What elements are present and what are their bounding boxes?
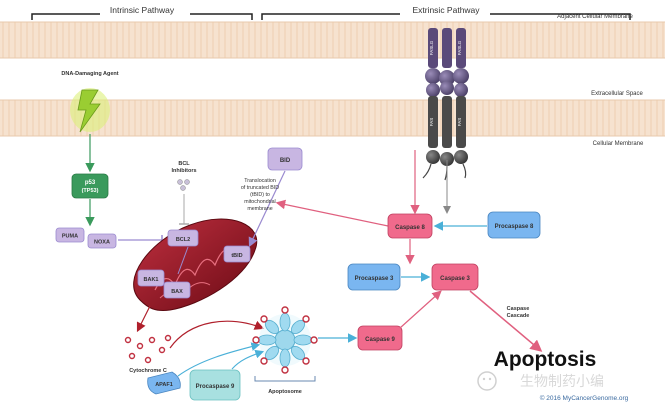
- puma-label: PUMA: [62, 234, 78, 240]
- extrinsic-bracket: Extrinsic Pathway: [261, 5, 631, 20]
- bid-node: BID: [267, 147, 303, 171]
- fas-receptor: FAS FAS: [422, 81, 468, 181]
- faslg-receptor: FASLG FASLG: [425, 28, 469, 86]
- adjacent-cellular-membrane: [0, 21, 665, 59]
- translocation-line-3: (tBID) to: [250, 192, 270, 198]
- caspase8-label: Caspase 8: [395, 225, 425, 231]
- caspase3-to-apoptosis-arrow: [469, 290, 543, 352]
- cytochrome-c-molecules-icon: [124, 334, 172, 364]
- dna-agent-label: DNA-Damaging Agent: [61, 71, 118, 77]
- extracellular-space-label: Extracellular Space: [591, 91, 643, 97]
- tbid-node: tBID: [223, 245, 251, 263]
- bak1-node: BAK1: [137, 269, 165, 287]
- apoptosome-label: Apoptosome: [268, 389, 302, 395]
- cellular-membrane-label: Cellular Membrane: [593, 141, 644, 147]
- cellular-membrane: [0, 99, 665, 137]
- caspase3-label: Caspase 3: [440, 276, 470, 282]
- caspase8-to-bid-arrow: [275, 199, 389, 227]
- p53-sub-label: (TP53): [82, 188, 99, 194]
- procaspase3-node: Procaspase 3: [347, 263, 401, 291]
- procaspase9-label: Procaspase 9: [196, 384, 235, 390]
- apaf1-to-apoptosome-arrow: [177, 342, 261, 377]
- copyright-label: © 2016 MyCancerGenome.org: [540, 394, 629, 402]
- apoptosis-title: Apoptosis: [494, 348, 597, 371]
- puma-node: PUMA: [55, 227, 85, 243]
- apaf1-node: APAF1: [147, 371, 181, 395]
- bax-node: BAX: [163, 281, 191, 299]
- translocation-line-4: mitochondrial: [244, 199, 276, 205]
- tbid-label: tBID: [231, 253, 242, 259]
- intrinsic-pathway-label: Intrinsic Pathway: [110, 5, 175, 15]
- caspase3-node: Caspase 3: [431, 263, 479, 291]
- bcl-inhibitor-molecules-icon: [177, 179, 190, 191]
- fas-label-a: FAS: [429, 118, 434, 127]
- apaf1-label: APAF1: [155, 382, 173, 388]
- p53-node: p53 (TP53): [71, 173, 109, 199]
- procaspase3-label: Procaspase 3: [355, 276, 394, 282]
- caspase-cascade-label-2: Cascade: [507, 313, 530, 319]
- apoptosome-complex: [252, 306, 318, 374]
- caspase-cascade-label-1: Caspase: [507, 306, 530, 312]
- intrinsic-bracket: Intrinsic Pathway: [31, 5, 253, 20]
- procaspase8-label: Procaspase 8: [495, 224, 534, 230]
- bid-label: BID: [280, 158, 291, 164]
- caspase9-node: Caspase 9: [357, 325, 403, 351]
- bcl2-label: BCL2: [176, 237, 190, 243]
- watermark-text: 生物制药小编: [520, 373, 604, 389]
- noxa-node: NOXA: [87, 233, 117, 249]
- noxa-label: NOXA: [94, 240, 110, 246]
- apoptosome-bracket: [254, 376, 316, 382]
- bax-label: BAX: [171, 289, 183, 295]
- lightning-bolt-icon: [70, 88, 110, 133]
- bcl-inhibitors-label-2: Inhibitors: [171, 168, 196, 174]
- mito-to-cytochrome-arrow: [136, 305, 151, 333]
- caspase9-to-caspase3-arrow: [399, 290, 442, 329]
- cytochrome-c-label: Cytochrome C: [129, 368, 167, 374]
- bcl2-inhibits-bax: [177, 246, 189, 275]
- bcl2-node: BCL2: [167, 229, 199, 247]
- caspase9-label: Caspase 9: [365, 337, 395, 343]
- procaspase9-node: Procaspase 9: [189, 369, 241, 401]
- cytochrome-to-apoptosome-arrow: [169, 320, 265, 349]
- p53-label: p53: [85, 180, 96, 186]
- bak1-label: BAK1: [144, 277, 159, 283]
- faslg-label-a: FASLG: [429, 40, 434, 55]
- procaspase8-node: Procaspase 8: [487, 211, 541, 239]
- caspase8-node: Caspase 8: [387, 213, 433, 239]
- extrinsic-pathway-label: Extrinsic Pathway: [412, 5, 480, 15]
- bid-to-tbid-arrow: [248, 170, 286, 248]
- fas-label-b: FAS: [457, 118, 462, 127]
- adjacent-membrane-label: Adjacent Cellular Membrane: [557, 14, 633, 20]
- translocation-note: Translocation of truncated BID (tBID) to…: [241, 178, 279, 212]
- translocation-line-5: membrane: [247, 206, 272, 212]
- faslg-label-b: FASLG: [457, 40, 462, 55]
- procaspase9-to-apoptosome-arrow: [231, 349, 265, 370]
- bcl-inhibitors-label-1: BCL: [178, 161, 190, 167]
- translocation-line-1: Translocation: [244, 178, 276, 184]
- wechat-watermark: 生物制药小编: [477, 371, 604, 391]
- translocation-line-2: of truncated BID: [241, 185, 279, 191]
